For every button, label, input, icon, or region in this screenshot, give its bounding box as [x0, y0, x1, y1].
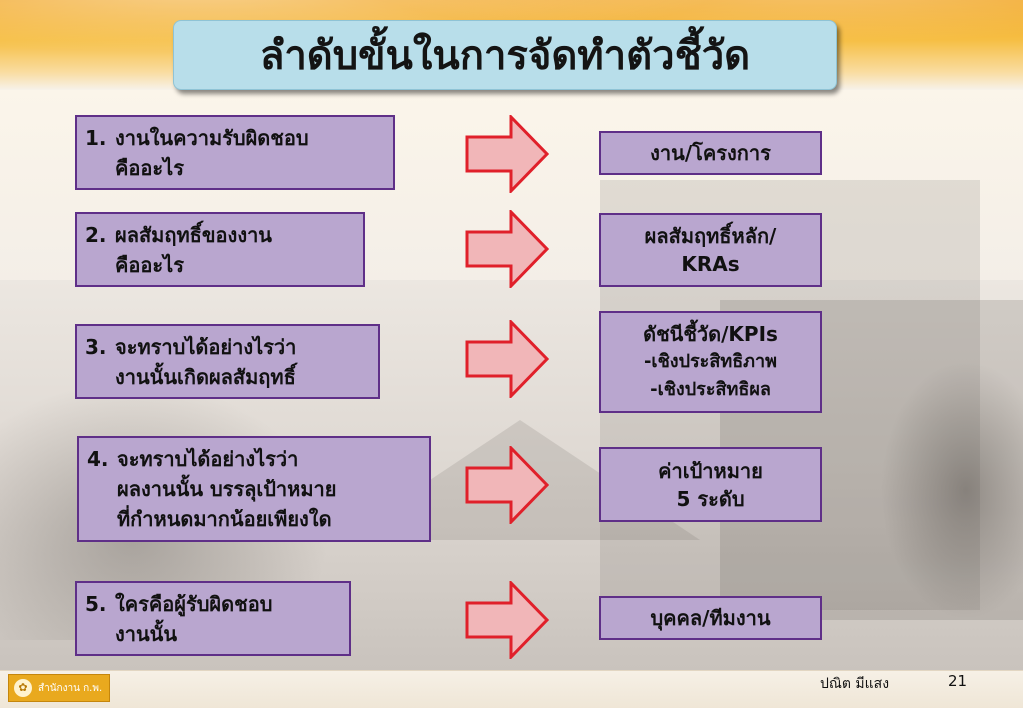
- organization-logo: ✿ สำนักงาน ก.พ.: [8, 674, 110, 702]
- step-text-line: งานนั้น: [115, 622, 178, 646]
- outcome-text-line: งาน/โครงการ: [650, 141, 771, 165]
- step-text-line: ผลสัมฤทธิ์ของงาน: [115, 223, 272, 247]
- outcome-text-line: ผลสัมฤทธิ์หลัก/: [644, 224, 777, 248]
- footer-bar: [0, 670, 1023, 708]
- step-box-4: 4. จะทราบได้อย่างไรว่า ผลงานนั้น บรรลุเป…: [77, 436, 431, 542]
- step-number: 1.: [85, 126, 107, 150]
- step-text-line: คืออะไร: [115, 253, 184, 277]
- right-arrow-icon: [465, 581, 549, 659]
- right-arrow-icon: [465, 446, 549, 524]
- background-tree-shape: [880, 360, 1023, 620]
- right-arrow-icon: [465, 320, 549, 398]
- page-number: 21: [948, 672, 968, 690]
- step-text-line: ใครคือผู้รับผิดชอบ: [115, 592, 273, 616]
- step-text-line: คืออะไร: [115, 156, 184, 180]
- outcome-text-line: -เชิงประสิทธิผล: [650, 379, 771, 400]
- step-text-line: จะทราบได้อย่างไรว่า: [115, 335, 297, 359]
- step-box-5: 5. ใครคือผู้รับผิดชอบ งานนั้น: [75, 581, 351, 656]
- slide-title: ลำดับขั้นในการจัดทำตัวชี้วัด: [259, 33, 751, 79]
- step-number: 4.: [87, 447, 109, 471]
- emblem-icon: ✿: [14, 679, 32, 697]
- right-arrow-icon: [465, 115, 549, 193]
- outcome-text-line: ดัชนีชี้วัด/KPIs: [643, 322, 778, 346]
- outcome-text-line: -เชิงประสิทธิภาพ: [643, 351, 778, 372]
- step-text-line: จะทราบได้อย่างไรว่า: [117, 447, 299, 471]
- outcome-box-5: บุคคล/ทีมงาน: [599, 596, 822, 640]
- outcome-text-line: KRAs: [681, 252, 740, 276]
- step-text-line: ผลงานนั้น บรรลุเป้าหมาย: [117, 477, 337, 501]
- step-text-line: งานนั้นเกิดผลสัมฤทธิ์: [115, 365, 296, 389]
- right-arrow-icon: [465, 210, 549, 288]
- step-number: 5.: [85, 592, 107, 616]
- step-box-3: 3. จะทราบได้อย่างไรว่า งานนั้นเกิดผลสัมฤ…: [75, 324, 380, 399]
- outcome-box-1: งาน/โครงการ: [599, 131, 822, 175]
- step-box-1: 1. งานในความรับผิดชอบ คืออะไร: [75, 115, 395, 190]
- outcome-text-line: บุคคล/ทีมงาน: [650, 606, 771, 630]
- step-number: 3.: [85, 335, 107, 359]
- step-number: 2.: [85, 223, 107, 247]
- logo-text: สำนักงาน ก.พ.: [38, 682, 103, 694]
- outcome-box-3: ดัชนีชี้วัด/KPIs -เชิงประสิทธิภาพ -เชิงป…: [599, 311, 822, 413]
- outcome-box-4: ค่าเป้าหมาย 5 ระดับ: [599, 447, 822, 522]
- step-text-line: ที่กำหนดมากน้อยเพียงใด: [117, 507, 332, 531]
- title-banner: ลำดับขั้นในการจัดทำตัวชี้วัด: [173, 20, 837, 90]
- author-name: ปณิต มีแสง: [820, 676, 890, 692]
- outcome-box-2: ผลสัมฤทธิ์หลัก/ KRAs: [599, 213, 822, 287]
- outcome-text-line: 5 ระดับ: [676, 486, 745, 511]
- outcome-text-line: ค่าเป้าหมาย: [658, 458, 763, 483]
- step-text-line: งานในความรับผิดชอบ: [115, 126, 309, 150]
- step-box-2: 2. ผลสัมฤทธิ์ของงาน คืออะไร: [75, 212, 365, 287]
